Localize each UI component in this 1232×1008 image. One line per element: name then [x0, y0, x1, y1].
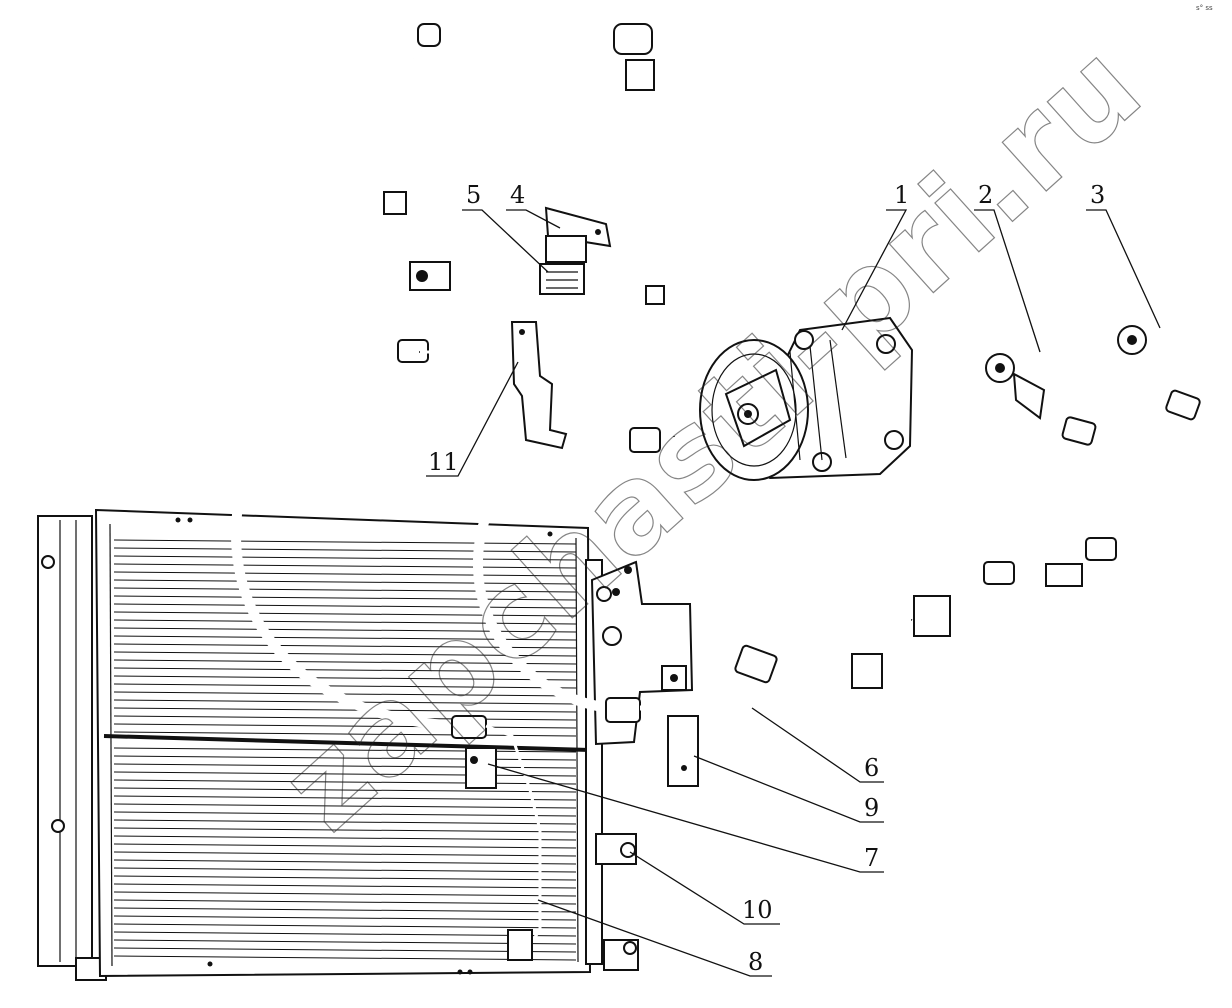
- condenser-fin-line: [113, 771, 577, 777]
- condenser-fin-line: [113, 859, 577, 865]
- condenser-fin-line: [113, 755, 577, 761]
- condenser-fin-line: [113, 835, 577, 841]
- condenser-fin-line: [113, 827, 577, 833]
- condenser-fin-line: [113, 651, 577, 657]
- condenser-fin-line: [113, 619, 577, 625]
- corner-mark: s° ss: [1196, 4, 1213, 12]
- condenser-fin-line: [113, 611, 577, 617]
- condenser-fin-line: [113, 931, 577, 937]
- condenser-fin-line: [113, 779, 577, 785]
- condenser-fin-line: [113, 667, 577, 673]
- condenser: [37, 508, 639, 981]
- condenser-fin-line: [113, 571, 577, 577]
- callout-2: 2: [978, 181, 993, 209]
- compressor-hose-assembly: [851, 325, 1219, 689]
- condenser-fin-line: [113, 795, 577, 801]
- condenser-fin-line: [113, 555, 577, 561]
- condenser-fin-line: [113, 915, 577, 921]
- condenser-fin-line: [113, 883, 577, 889]
- callout-8: 8: [748, 948, 763, 976]
- bracket-11: [510, 321, 568, 450]
- condenser-fin-line: [113, 603, 577, 609]
- condenser-fin-line: [113, 803, 577, 809]
- condenser-fin-line: [113, 899, 577, 905]
- ac-compressor: [699, 316, 914, 481]
- callout-1: 1: [894, 181, 909, 209]
- callout-7: 7: [864, 844, 879, 872]
- callout-layer: 1 2 3 4 5 6 7 8 9 10 11: [426, 181, 1161, 977]
- refrigerant-hoses: [230, 23, 778, 961]
- condenser-fin-line: [113, 811, 577, 817]
- condenser-fin-line: [113, 715, 577, 721]
- condenser-fin-line: [113, 851, 577, 857]
- condenser-fin-line: [113, 595, 577, 601]
- condenser-fin-line: [113, 643, 577, 649]
- condenser-fin-line: [113, 747, 577, 753]
- condenser-fin-line: [113, 723, 577, 729]
- condenser-fin-line: [113, 939, 577, 945]
- condenser-fin-line: [113, 867, 577, 873]
- callout-9: 9: [864, 794, 879, 822]
- callout-10: 10: [742, 896, 773, 924]
- condenser-fin-line: [113, 683, 577, 689]
- condenser-fin-line: [113, 547, 577, 553]
- condenser-fin-line: [113, 947, 577, 953]
- condenser-fin-line: [113, 819, 577, 825]
- callout-3: 3: [1090, 181, 1105, 209]
- condenser-fin-line: [113, 691, 577, 697]
- condenser-fin-line: [113, 875, 577, 881]
- watermark: zapchasti-pri.ru: [256, 17, 1168, 858]
- condenser-fin-line: [113, 731, 577, 737]
- condenser-fin-line: [113, 955, 577, 961]
- condenser-fin-line: [113, 659, 577, 665]
- condenser-fin-line: [113, 907, 577, 913]
- callout-4: 4: [510, 181, 525, 209]
- condenser-fin-line: [113, 563, 577, 569]
- callout-6: 6: [864, 754, 879, 782]
- condenser-fin-line: [113, 891, 577, 897]
- condenser-fin-line: [113, 675, 577, 681]
- condenser-fin-line: [113, 587, 577, 593]
- condenser-fin-line: [113, 539, 577, 545]
- condenser-fin-line: [113, 707, 577, 713]
- condenser-fin-line: [113, 843, 577, 849]
- callout-5: 5: [466, 181, 481, 209]
- pressure-switch-parts: [539, 206, 612, 295]
- callout-11: 11: [428, 448, 459, 476]
- condenser-fin-line: [113, 787, 577, 793]
- condenser-fin-line: [113, 579, 577, 585]
- condenser-fin-line: [113, 923, 577, 929]
